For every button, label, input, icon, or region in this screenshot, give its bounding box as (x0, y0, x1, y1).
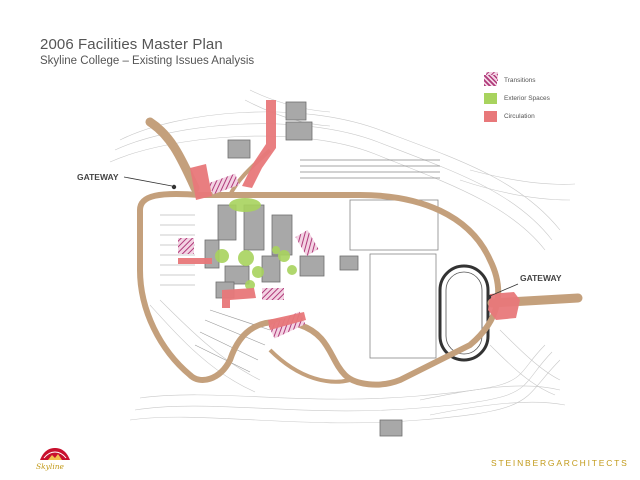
gateway-east-label: GATEWAY (518, 273, 564, 283)
circulation-swatch (484, 111, 497, 122)
page-subtitle: Skyline College – Existing Issues Analys… (40, 55, 255, 67)
exterior-spaces-swatch (484, 93, 497, 104)
exterior-spaces (215, 198, 297, 290)
legend-label: Transitions (504, 77, 536, 84)
logo-text: Skyline (36, 462, 64, 471)
gateway-west-label: GATEWAY (77, 172, 119, 182)
circulation-zones (178, 100, 520, 330)
gateway-west-marker (171, 184, 177, 190)
topographic-contours (109, 89, 576, 424)
running-track (438, 264, 490, 362)
page-title: 2006 Facilities Master Plan (40, 36, 223, 53)
ring-road (137, 190, 502, 388)
legend-label: Exterior Spaces (504, 95, 550, 102)
campus-buildings (204, 101, 403, 437)
west-entry-road (145, 117, 200, 193)
skyline-college-logo (40, 448, 70, 460)
legend-label: Circulation (504, 113, 535, 120)
firm-name: STEINBERGARCHITECTS (491, 458, 629, 468)
south-road (268, 348, 351, 384)
transitions-swatch (484, 75, 497, 86)
gateway-east-marker (486, 294, 492, 300)
athletic-fields (300, 159, 440, 359)
gateway-pointers (123, 176, 519, 297)
